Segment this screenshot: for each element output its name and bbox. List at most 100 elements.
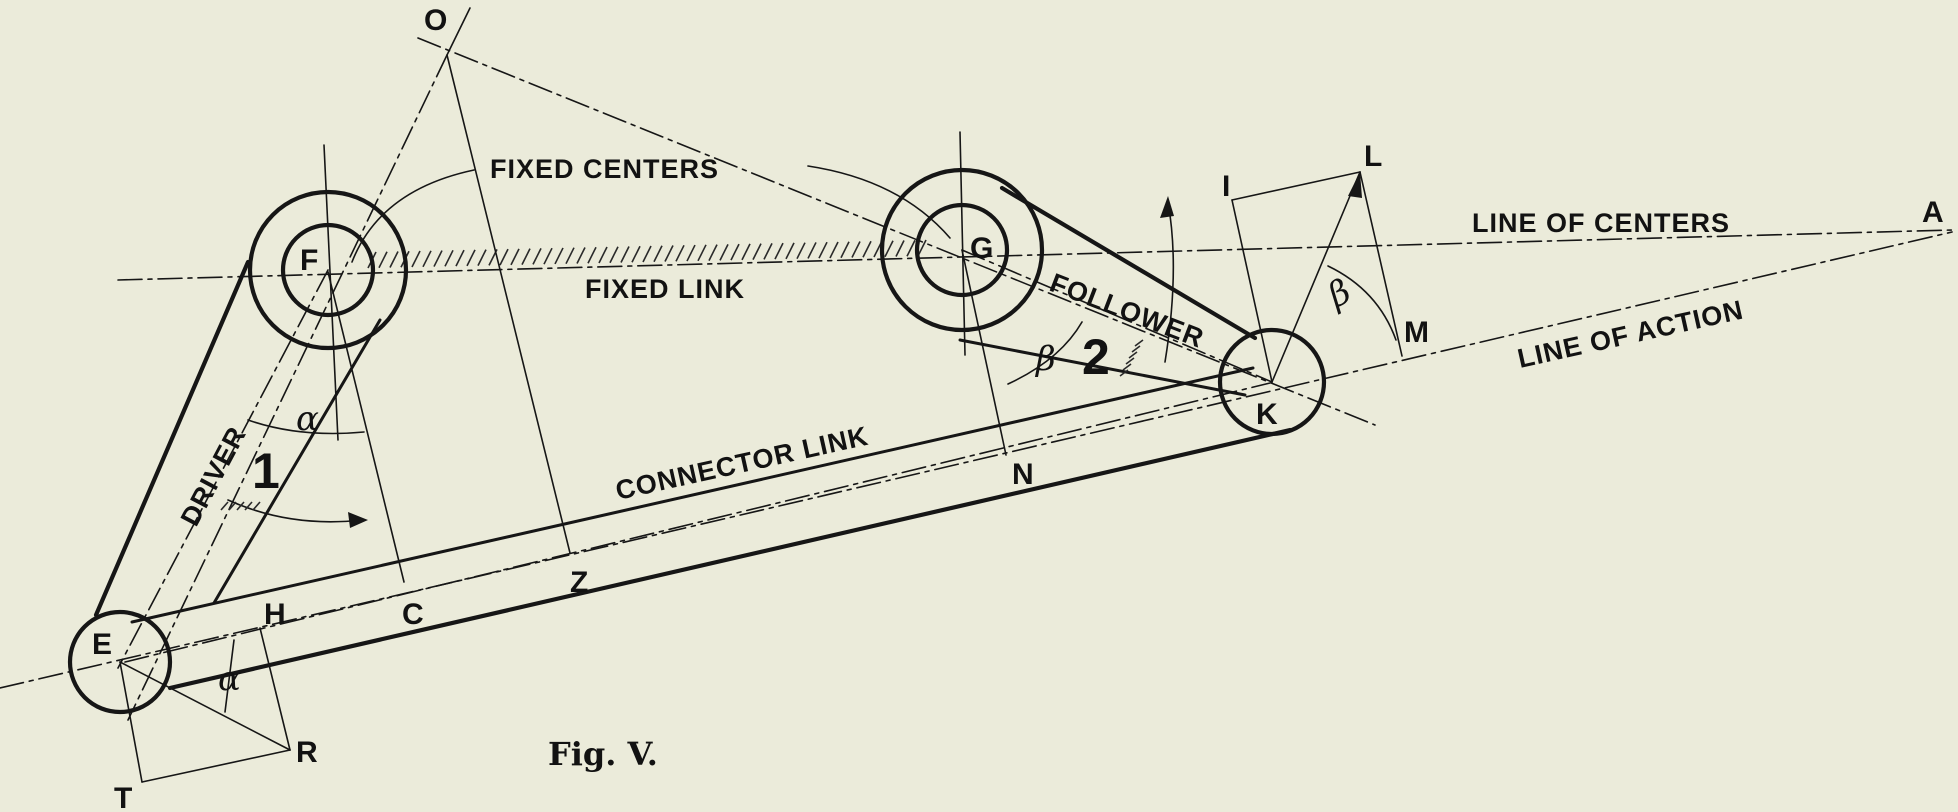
pins xyxy=(67,167,1327,715)
angle-arcs xyxy=(227,165,1083,528)
hatch-stroke xyxy=(554,247,564,265)
beta-label-k: β xyxy=(1320,271,1358,316)
pin-e xyxy=(67,609,173,715)
text-labels: FIXED CENTERS FIXED LINK LINE OF CENTERS… xyxy=(175,154,1747,773)
line-of-centers-label: LINE OF CENTERS xyxy=(1472,208,1730,238)
point-g: G xyxy=(970,232,993,265)
point-i: I xyxy=(1222,170,1230,203)
hatch-stroke xyxy=(862,240,872,258)
hatch-stroke xyxy=(653,245,663,263)
hatch-stroke xyxy=(444,249,454,267)
velocity-construction-k xyxy=(1160,171,1403,383)
pin-g-inner xyxy=(914,202,1010,298)
hatch-stroke xyxy=(884,240,894,258)
follower-label: FOLLOWER xyxy=(1046,268,1208,354)
ground-hatch-stroke xyxy=(1134,339,1144,347)
hatch-stroke xyxy=(642,245,652,263)
ground-hatch-marks xyxy=(220,339,1144,511)
vector-k-to-l xyxy=(1271,171,1361,383)
hatch-stroke xyxy=(664,245,674,262)
ground-hatch-stroke xyxy=(1122,363,1132,371)
alpha-arc-driver xyxy=(247,419,365,435)
figure-caption: Fig. V. xyxy=(548,735,658,773)
point-m: M xyxy=(1404,316,1429,349)
hatch-stroke xyxy=(697,244,707,262)
follower-centerline xyxy=(961,249,1273,383)
alpha-label-driver: α xyxy=(296,399,319,439)
hatch-stroke xyxy=(851,241,861,258)
arrowhead-rotation-2 xyxy=(1160,196,1174,218)
hatch-stroke xyxy=(510,248,520,266)
connector-centerline xyxy=(124,382,1271,663)
hatch-stroke xyxy=(730,243,740,261)
point-labels: O F G I L A M K N Z E H C R T xyxy=(92,4,1944,812)
ground-hatch-stroke xyxy=(1131,345,1141,353)
connector-bottom-edge xyxy=(167,427,1293,691)
hatch-stroke xyxy=(477,249,487,266)
line-i-to-l xyxy=(1231,171,1361,201)
line-t-to-r xyxy=(141,749,291,783)
point-a: A xyxy=(1922,196,1944,229)
driver-outer-edge xyxy=(93,259,251,618)
hatch-stroke xyxy=(422,250,432,268)
hatch-stroke xyxy=(532,248,542,265)
pin-f-outer xyxy=(247,189,409,351)
pin-f-inner xyxy=(280,222,376,318)
hatch-stroke xyxy=(675,244,685,262)
point-e: E xyxy=(92,628,112,661)
hatch-stroke xyxy=(785,242,795,260)
beta-label-follower: β xyxy=(1034,339,1056,379)
hatch-stroke xyxy=(829,241,839,259)
pin-k xyxy=(1217,327,1327,437)
hatch-stroke xyxy=(686,244,696,262)
hatch-stroke xyxy=(631,245,641,263)
connector-top-edge xyxy=(130,366,1255,624)
hatch-stroke xyxy=(917,239,927,257)
beta-arc-k xyxy=(1327,265,1397,341)
construction-lines xyxy=(0,7,1953,721)
driver-centerline xyxy=(117,269,329,669)
hatch-stroke xyxy=(774,242,784,260)
hatch-stroke xyxy=(433,250,443,267)
connector-link xyxy=(130,366,1293,691)
fixed-centers-leader-g xyxy=(807,165,951,239)
hatch-stroke xyxy=(609,246,619,264)
point-c: C xyxy=(402,598,424,631)
hatch-stroke xyxy=(543,247,553,265)
point-o: O xyxy=(424,4,447,37)
hatch-stroke xyxy=(389,251,399,268)
beta-arc-follower xyxy=(1007,321,1083,385)
follower-link xyxy=(958,185,1258,397)
alpha-dimension-e xyxy=(224,639,235,713)
follower-top-edge xyxy=(999,185,1258,341)
hatch-stroke xyxy=(840,241,850,259)
driver-number: 1 xyxy=(252,443,280,499)
pin-g-outer xyxy=(879,167,1045,333)
hatch-stroke xyxy=(818,241,828,259)
point-t: T xyxy=(114,782,132,812)
ground-hatch-stroke xyxy=(1119,369,1129,377)
hatch-stroke xyxy=(796,242,806,260)
vertical-through-f xyxy=(323,144,339,441)
line-of-action xyxy=(0,231,1953,689)
fixed-centers-label: FIXED CENTERS xyxy=(490,154,719,184)
point-k: K xyxy=(1256,398,1278,431)
hatch-stroke xyxy=(521,248,531,266)
hatch-stroke xyxy=(807,242,817,259)
fixed-link-label: FIXED LINK xyxy=(585,274,745,304)
line-l-to-m xyxy=(1359,171,1403,357)
ground-hatch-stroke xyxy=(1128,351,1138,359)
ground-hatch-stroke xyxy=(220,501,229,511)
follower-bottom-edge xyxy=(958,338,1247,397)
arrowhead-rotation-1 xyxy=(348,512,368,528)
fixed-link-hatching xyxy=(367,239,927,269)
fixed-centers-leader-f xyxy=(351,169,475,263)
hatch-stroke xyxy=(378,251,388,269)
line-o-top-tick xyxy=(446,7,471,56)
driver-link xyxy=(93,259,382,618)
point-n: N xyxy=(1012,458,1034,491)
point-l: L xyxy=(1364,140,1382,173)
follower-number: 2 xyxy=(1082,329,1110,385)
line-o-to-e xyxy=(127,54,448,721)
